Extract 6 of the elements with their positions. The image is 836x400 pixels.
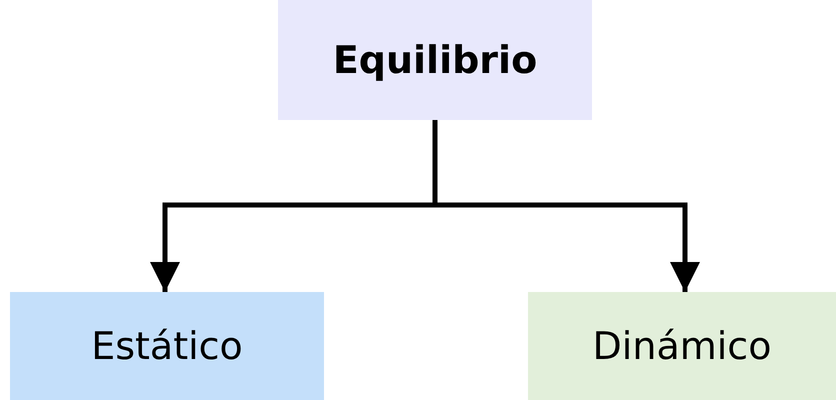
node-label: Equilibrio [332, 38, 538, 82]
concept-box [10, 292, 324, 400]
node-label: Estático [91, 324, 243, 368]
concept-box [528, 292, 836, 400]
node-label: Dinámico [592, 324, 772, 368]
concept-box [278, 0, 592, 120]
